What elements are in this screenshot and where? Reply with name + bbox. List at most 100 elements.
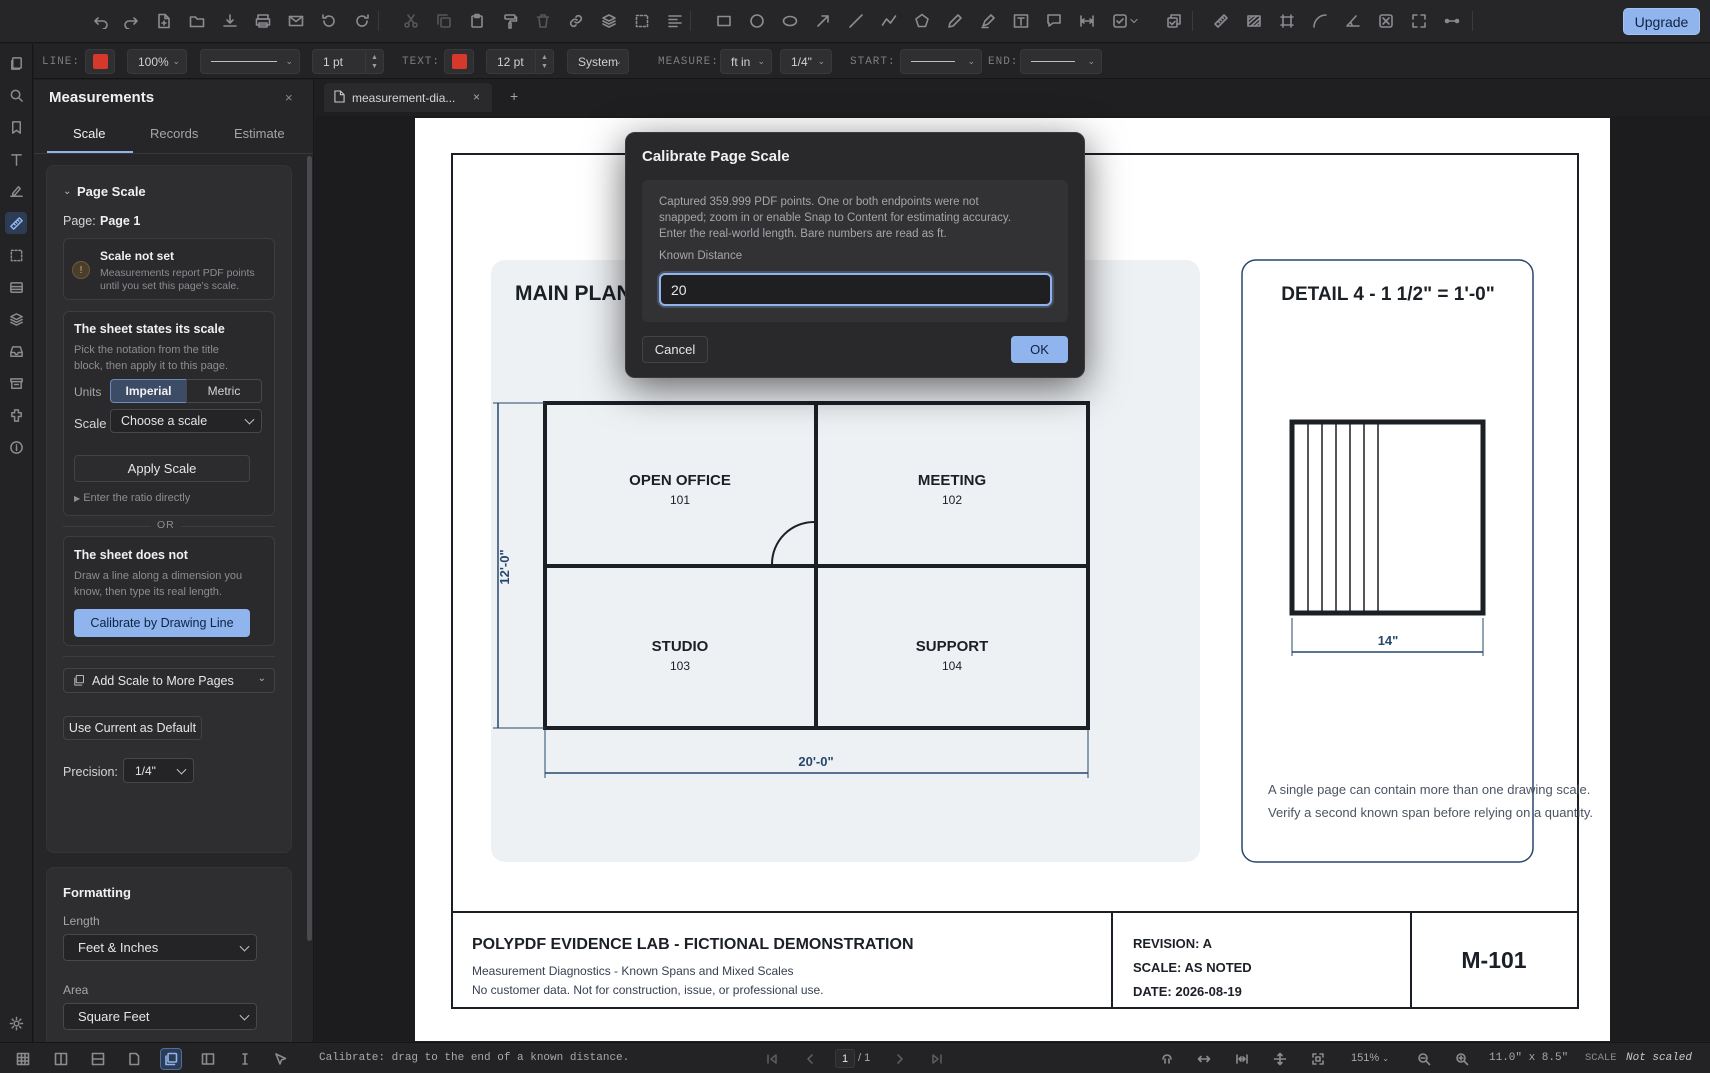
line-color-swatch[interactable] (85, 49, 115, 74)
text-icon[interactable] (5, 148, 27, 170)
select-rect-icon[interactable] (631, 10, 653, 32)
mail-icon[interactable] (285, 10, 307, 32)
tab-estimate[interactable]: Estimate (234, 126, 285, 141)
area-format-select[interactable]: Square Feet (63, 1003, 257, 1030)
length-format-select[interactable]: Feet & Inches (63, 934, 257, 961)
actual-size-icon[interactable] (1308, 1049, 1328, 1069)
first-page-icon[interactable] (762, 1049, 782, 1069)
next-page-icon[interactable] (890, 1049, 910, 1069)
count-icon[interactable] (1375, 10, 1397, 32)
measure-unit-select[interactable]: ft in⌄ (720, 49, 772, 74)
new-file-icon[interactable] (153, 10, 175, 32)
new-tab-icon[interactable]: + (510, 88, 519, 104)
calibrate-by-drawing-line-button[interactable]: Calibrate by Drawing Line (74, 609, 250, 637)
open-folder-icon[interactable] (186, 10, 208, 32)
distance-icon[interactable] (1441, 10, 1463, 32)
cut-icon[interactable] (400, 10, 422, 32)
book-view-icon[interactable] (198, 1049, 218, 1069)
dimension-icon[interactable] (1076, 10, 1098, 32)
ruler-icon[interactable] (1210, 10, 1232, 32)
layers-icon[interactable] (598, 10, 620, 32)
unit-metric-toggle[interactable]: Metric (186, 379, 262, 403)
rotate-right-icon[interactable] (351, 10, 373, 32)
use-current-as-default-button[interactable]: Use Current as Default (63, 716, 202, 740)
grid-view-icon[interactable] (13, 1049, 33, 1069)
pointer-tool-icon[interactable] (271, 1049, 291, 1069)
known-distance-input[interactable]: 20 (659, 273, 1052, 306)
paste-icon[interactable] (466, 10, 488, 32)
measure-precision-select[interactable]: 1/4"⌄ (780, 49, 832, 74)
polygon-icon[interactable] (911, 10, 933, 32)
font-size-stepper[interactable]: 12 pt▲▼ (486, 49, 554, 74)
angle-icon[interactable] (1342, 10, 1364, 32)
highlighter-icon[interactable] (977, 10, 999, 32)
archive-icon[interactable] (5, 372, 27, 394)
font-select[interactable]: System⌄ (567, 49, 629, 74)
rectangle-icon[interactable] (713, 10, 735, 32)
fit-icon[interactable] (1408, 10, 1430, 32)
document-tab-close-icon[interactable]: × (473, 90, 481, 104)
info-icon[interactable] (5, 436, 27, 458)
apply-scale-button[interactable]: Apply Scale (74, 455, 250, 482)
stacked-view-icon[interactable] (88, 1049, 108, 1069)
start-arrow-select[interactable]: ⌄ (900, 49, 982, 74)
checkbox-icon[interactable] (1109, 10, 1131, 32)
bookmark-icon[interactable] (5, 116, 27, 138)
undo-icon[interactable] (90, 10, 112, 32)
tab-scale[interactable]: Scale (73, 126, 106, 141)
pen-icon[interactable] (944, 10, 966, 32)
signature-icon[interactable] (5, 180, 27, 202)
circle-icon[interactable] (746, 10, 768, 32)
page-scale-heading[interactable]: Page Scale (77, 184, 146, 199)
forms-icon[interactable] (5, 276, 27, 298)
text-color-swatch[interactable] (444, 49, 474, 74)
line-width-stepper[interactable]: 1 pt▲▼ (312, 49, 384, 74)
line-icon[interactable] (845, 10, 867, 32)
fit-page-icon[interactable] (1270, 1049, 1290, 1069)
single-page-view-icon[interactable] (124, 1049, 144, 1069)
ellipse-icon[interactable] (779, 10, 801, 32)
zoom-out-icon[interactable] (1414, 1049, 1434, 1069)
page-number-input[interactable]: 1 (835, 1049, 855, 1068)
rotate-left-icon[interactable] (318, 10, 340, 32)
format-paint-icon[interactable] (499, 10, 521, 32)
layers-icon[interactable] (5, 308, 27, 330)
previous-page-icon[interactable] (800, 1049, 820, 1069)
add-scale-to-more-pages-button[interactable]: Add Scale to More Pages ⌄ (63, 668, 275, 693)
continuous-view-icon[interactable] (160, 1048, 182, 1070)
scale-select[interactable]: Choose a scale (110, 409, 262, 433)
download-icon[interactable] (219, 10, 241, 32)
zoom-level[interactable]: 151% ⌄ (1351, 1052, 1389, 1064)
settings-gear-icon[interactable] (5, 1012, 27, 1034)
line-style-select[interactable]: ⌄ (200, 49, 300, 74)
panel-scrollbar[interactable] (307, 156, 312, 941)
end-arrow-select[interactable]: ⌄ (1020, 49, 1102, 74)
precision-select[interactable]: 1/4" (123, 758, 194, 783)
search-icon[interactable] (5, 84, 27, 106)
measure-ruler-icon[interactable] (5, 212, 27, 234)
print-icon[interactable] (252, 10, 274, 32)
snap-icon[interactable] (1157, 1049, 1177, 1069)
inbox-icon[interactable] (5, 340, 27, 362)
link-icon[interactable] (565, 10, 587, 32)
ratio-expander[interactable]: ▶ Enter the ratio directly (74, 492, 191, 504)
collapse-chevron-icon[interactable]: ⌄ (63, 186, 72, 197)
copy-icon[interactable] (433, 10, 455, 32)
fit-width-icon[interactable] (1194, 1049, 1214, 1069)
redo-icon[interactable] (120, 10, 142, 32)
polyline-icon[interactable] (878, 10, 900, 32)
text-cursor-icon[interactable] (235, 1049, 255, 1069)
more-dropdown-icon[interactable] (1128, 10, 1140, 32)
tab-records[interactable]: Records (150, 126, 199, 141)
opacity-select[interactable]: 100%⌄ (127, 49, 187, 74)
area-icon[interactable] (1243, 10, 1265, 32)
upgrade-button[interactable]: Upgrade (1623, 8, 1700, 35)
stamp-icon[interactable] (1163, 10, 1185, 32)
dialog-ok-button[interactable]: OK (1011, 336, 1068, 363)
dialog-cancel-button[interactable]: Cancel (642, 336, 708, 363)
selection-icon[interactable] (5, 244, 27, 266)
arrow-icon[interactable] (812, 10, 834, 32)
perimeter-icon[interactable] (1276, 10, 1298, 32)
align-icon[interactable] (664, 10, 686, 32)
fit-columns-icon[interactable] (1232, 1049, 1252, 1069)
